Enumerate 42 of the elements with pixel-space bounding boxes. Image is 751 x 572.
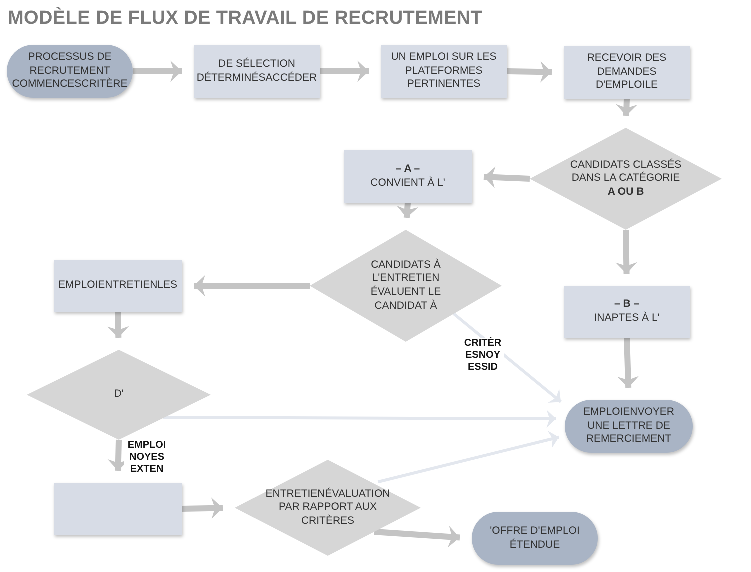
box-text: CANDIDATS À L'ENTRETIEN ÉVALUENT LE CANDIDAT À <box>370 258 442 314</box>
arrow <box>133 60 182 82</box>
arrow <box>617 338 640 388</box>
box-text: DE SÉLECTION DÉTERMINÉSACCÉDER <box>196 58 318 86</box>
box-text: EMPLOIENTRETIENLES <box>58 279 178 293</box>
process-box <box>54 483 182 535</box>
box-text: UN EMPLOI SUR LES PLATEFORMES PERTINENTES <box>390 51 498 92</box>
arrow <box>616 230 638 274</box>
box-text: 'OFFRE D'EMPLOI ÉTENDUE <box>489 524 581 552</box>
box-text: CONVIENT À L' <box>370 176 446 190</box>
arrow <box>182 498 224 520</box>
box-text: INAPTES À L' <box>594 312 660 326</box>
decision-diamond <box>235 460 421 556</box>
arrow <box>108 312 130 338</box>
arrow <box>163 410 556 428</box>
decision-diamond <box>27 350 211 440</box>
box-text: RECEVOIR DES DEMANDES D'EMPLOILE <box>586 52 668 93</box>
process-box <box>564 46 690 99</box>
arrow <box>320 60 369 82</box>
arrow <box>194 275 310 297</box>
terminal-pill <box>7 45 133 98</box>
box-heading: – A – <box>396 162 420 176</box>
decision-diamond <box>530 128 722 230</box>
box-text: D' <box>114 388 124 402</box>
arrow <box>506 61 552 83</box>
diagram-title: MODÈLE DE FLUX DE TRAVAIL DE RECRUTEMENT <box>8 8 483 30</box>
arrow <box>378 430 560 484</box>
process-box <box>54 260 182 312</box>
box-text: EMPLOIENVOYER UNE LETTRE DE REMERCIEMENT <box>582 406 676 447</box>
process-box <box>381 45 507 98</box>
arrow <box>396 202 418 218</box>
box-text: CANDIDATS CLASSÉS DANS LA CATÉGORIE A OU B <box>570 158 682 200</box>
process-box <box>194 45 320 98</box>
arrow <box>484 166 530 188</box>
terminal-pill <box>472 512 598 565</box>
terminal-pill <box>565 400 693 453</box>
arrow <box>616 98 638 116</box>
box-text: ENTRETIENÉVALUATION PAR RAPPORT AUX CRITÈRES <box>266 488 390 528</box>
process-box <box>564 286 690 338</box>
process-box <box>344 150 472 203</box>
box-heading: – B – <box>614 298 640 312</box>
box-text: PROCESSUS DE RECRUTEMENT COMMENCESCRITÈRE <box>12 51 128 92</box>
